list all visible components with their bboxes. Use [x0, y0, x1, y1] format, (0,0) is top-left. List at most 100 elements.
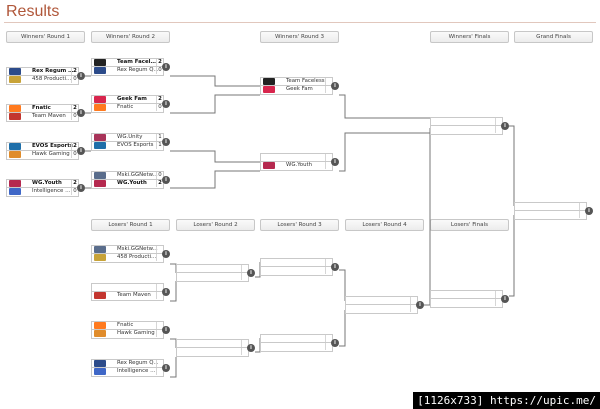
team-score [325, 162, 332, 169]
header-losers-round-2: Losers' Round 2 [176, 219, 255, 231]
match-lr2m2[interactable]: i [176, 339, 255, 357]
info-icon[interactable]: i [331, 158, 339, 166]
match-gfm1[interactable]: i [514, 202, 593, 220]
match-lr1m4[interactable]: Rex Regum Q...Intelligence Q...i [91, 359, 170, 377]
match-lr3m2[interactable]: i [260, 334, 339, 352]
info-icon[interactable]: i [77, 109, 85, 117]
team-slot[interactable] [176, 264, 249, 273]
info-icon[interactable]: i [162, 176, 170, 184]
team-slot[interactable]: Intelligence Q...0 [6, 188, 79, 197]
info-icon[interactable]: i [162, 138, 170, 146]
team-slot[interactable] [430, 126, 503, 135]
team-slot[interactable] [430, 299, 503, 308]
team-slot[interactable]: 458 Productio... [91, 254, 164, 263]
team-slot[interactable] [514, 202, 587, 211]
team-name: EVOS Esports [117, 142, 154, 148]
team-slot[interactable] [176, 273, 249, 282]
team-slot[interactable]: Rex Regum ...2 [6, 67, 79, 76]
team-slot[interactable]: WG.Youth [260, 162, 333, 171]
info-icon[interactable]: i [247, 344, 255, 352]
info-icon[interactable]: i [162, 288, 170, 296]
match-lr2m1[interactable]: i [176, 264, 255, 282]
team-slot[interactable]: Team Maven 0 [6, 113, 79, 122]
team-logo-icon [94, 368, 106, 375]
team-slot[interactable]: Team Facele...2 [91, 58, 164, 67]
info-icon[interactable]: i [501, 295, 509, 303]
info-icon[interactable]: i [331, 82, 339, 90]
team-slot[interactable]: Team Faceless [260, 77, 333, 86]
info-icon[interactable]: i [162, 326, 170, 334]
team-score [325, 343, 332, 350]
team-slot[interactable] [514, 211, 587, 220]
info-icon[interactable]: i [162, 364, 170, 372]
team-slot[interactable] [260, 153, 333, 162]
team-slot[interactable] [260, 334, 333, 343]
team-score: 2 [71, 105, 78, 112]
team-slot[interactable]: Intelligence Q... [91, 368, 164, 377]
team-slot[interactable]: Mski.GGNetw...0 [91, 171, 164, 180]
info-icon[interactable]: i [162, 100, 170, 108]
team-slot[interactable]: Mski.GGNetw... [91, 245, 164, 254]
match-lr4m1[interactable]: i [345, 296, 424, 314]
team-slot[interactable] [176, 348, 249, 357]
team-slot[interactable] [260, 343, 333, 352]
team-slot[interactable]: Team Maven [91, 292, 164, 301]
info-icon[interactable]: i [77, 147, 85, 155]
match-lr1m1[interactable]: Mski.GGNetw...458 Productio...i [91, 245, 170, 263]
team-name: Mski.GGNetw... [117, 172, 158, 178]
team-slot[interactable]: Geek Fam [260, 86, 333, 95]
team-slot[interactable] [430, 117, 503, 126]
info-icon[interactable]: i [247, 269, 255, 277]
team-slot[interactable]: Rex Regum Q... [91, 359, 164, 368]
header-winners-round-1: Winners' Round 1 [6, 31, 85, 43]
info-icon[interactable]: i [331, 263, 339, 271]
team-slot[interactable] [260, 258, 333, 267]
team-slot[interactable]: Rex Regum Q...0 [91, 67, 164, 76]
team-score: 0 [156, 67, 163, 74]
team-slot[interactable]: Fnatic [91, 321, 164, 330]
team-slot[interactable] [176, 339, 249, 348]
team-slot[interactable] [430, 290, 503, 299]
info-icon[interactable]: i [585, 207, 593, 215]
info-icon[interactable]: i [501, 122, 509, 130]
match-lfm1[interactable]: i [430, 290, 509, 308]
info-icon[interactable]: i [331, 339, 339, 347]
info-icon[interactable]: i [162, 63, 170, 71]
info-icon[interactable]: i [77, 184, 85, 192]
info-icon[interactable]: i [416, 301, 424, 309]
info-icon[interactable]: i [77, 72, 85, 80]
team-slot[interactable] [91, 283, 164, 292]
match-lr3m1[interactable]: i [260, 258, 339, 276]
team-slot[interactable]: 458 Productio...0 [6, 76, 79, 85]
team-slot[interactable]: Hawk Gaming [91, 330, 164, 339]
info-icon[interactable]: i [162, 250, 170, 258]
team-slot[interactable] [345, 296, 418, 305]
match-wfm1[interactable]: i [430, 117, 509, 135]
team-score [579, 211, 586, 218]
team-score: 0 [71, 113, 78, 120]
team-name: Team Maven [32, 113, 66, 119]
team-slot[interactable] [345, 305, 418, 314]
team-slot[interactable] [260, 267, 333, 276]
